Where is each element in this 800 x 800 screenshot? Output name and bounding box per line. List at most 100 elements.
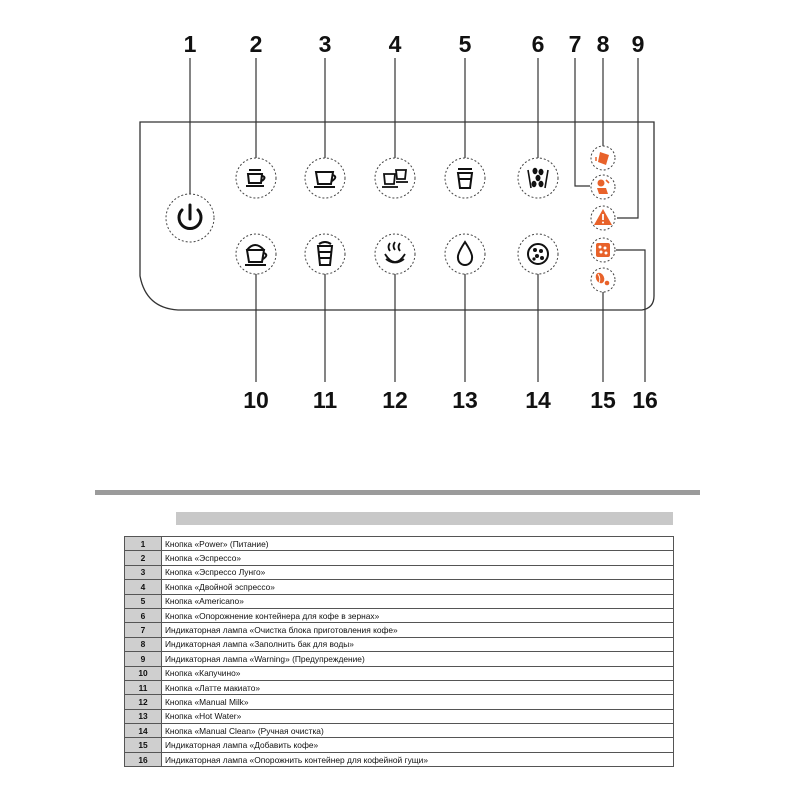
legend-number: 12 (124, 694, 162, 710)
espresso-cup-icon (246, 169, 266, 187)
legend-number: 7 (124, 622, 162, 638)
legend-description: Кнопка «Двойной эспрессо» (161, 579, 674, 595)
legend-number: 15 (124, 737, 162, 753)
legend-description: Кнопка «Опорожнение контейнера для кофе … (161, 607, 674, 624)
legend-description: Кнопка «Americano» (161, 593, 674, 609)
legend-number: 3 (124, 564, 162, 581)
double-espresso-icon (382, 169, 408, 188)
fill-water-tank-indicator (590, 145, 616, 171)
brew-unit-clean-icon (597, 179, 610, 194)
legend-description: Кнопка «Эспрессо» (161, 550, 674, 566)
grounds-container-indicator (590, 237, 616, 263)
espresso-button[interactable] (235, 157, 277, 199)
callout-15: 15 (590, 387, 616, 413)
callout-3: 3 (319, 31, 332, 57)
warning-triangle-icon (594, 209, 612, 225)
legend-number: 4 (124, 579, 162, 595)
callout-5: 5 (459, 31, 472, 57)
add-coffee-icon (595, 272, 610, 286)
latte-macchiato-button[interactable] (304, 233, 346, 275)
callout-14: 14 (525, 387, 551, 413)
legend-description: Кнопка «Power» (Питание) (161, 535, 674, 552)
grounds-container-icon (596, 243, 610, 257)
manual-clean-button[interactable] (517, 233, 559, 275)
callout-2: 2 (250, 31, 263, 57)
legend-number: 16 (124, 751, 162, 768)
section-divider (95, 490, 700, 495)
callout-12: 12 (382, 387, 408, 413)
milk-steam-icon (384, 241, 406, 264)
americano-button[interactable] (444, 157, 486, 199)
legend-description: Кнопка «Hot Water» (161, 708, 674, 725)
hot-water-button[interactable] (444, 233, 486, 275)
legend-number: 11 (124, 679, 162, 696)
callout-1: 1 (184, 31, 197, 57)
table-header-bar (176, 512, 673, 525)
legend-description: Индикаторная лампа «Заполнить бак для во… (161, 636, 674, 653)
legend-description: Индикаторная лампа «Опорожнить контейнер… (161, 751, 674, 768)
coffee-beans-icon (527, 167, 549, 189)
manual-milk-button[interactable] (374, 233, 416, 275)
leader-lines (189, 58, 646, 382)
legend-number: 5 (124, 593, 162, 609)
legend-description: Кнопка «Эспрессо Лунго» (161, 564, 674, 581)
callout-10: 10 (243, 387, 269, 413)
lungo-cup-icon (314, 171, 337, 188)
legend-description: Кнопка «Капучино» (161, 665, 674, 681)
cappuccino-button[interactable] (235, 233, 277, 275)
add-coffee-indicator (590, 267, 616, 293)
power-button[interactable] (165, 193, 215, 243)
power-icon (177, 203, 203, 230)
manual-clean-icon (527, 243, 549, 265)
callout-9: 9 (632, 31, 645, 57)
latte-glass-icon (316, 241, 334, 266)
callout-6: 6 (532, 31, 545, 57)
bean-container-empty-button[interactable] (517, 157, 559, 199)
legend-description: Кнопка «Manual Milk» (161, 694, 674, 710)
legend-description: Кнопка «Manual Clean» (Ручная очистка) (161, 723, 674, 739)
brew-unit-clean-indicator (590, 174, 616, 200)
legend-number: 2 (124, 550, 162, 566)
fill-water-tank-icon (595, 152, 609, 165)
warning-indicator (590, 205, 616, 231)
legend-number: 6 (124, 607, 162, 624)
legend-description: Индикаторная лампа «Очистка блока пригот… (161, 622, 674, 638)
legend-number: 13 (124, 708, 162, 725)
legend-number: 1 (124, 535, 162, 552)
americano-glass-icon (456, 168, 474, 189)
cappuccino-cup-icon (245, 244, 268, 266)
callout-4: 4 (389, 31, 402, 57)
legend-description: Кнопка «Латте макиато» (161, 679, 674, 696)
callout-11: 11 (313, 387, 338, 413)
callout-8: 8 (597, 31, 610, 57)
callout-7: 7 (569, 31, 582, 57)
callout-13: 13 (452, 387, 478, 413)
legend-number: 9 (124, 651, 162, 667)
espresso-lungo-button[interactable] (304, 157, 346, 199)
legend-description: Индикаторная лампа «Warning» (Предупрежд… (161, 651, 674, 667)
water-drop-icon (456, 240, 474, 266)
legend-number: 8 (124, 636, 162, 653)
legend-description: Индикаторная лампа «Добавить кофе» (161, 737, 674, 753)
panel-outline (139, 121, 655, 311)
legend-number: 14 (124, 723, 162, 739)
double-espresso-button[interactable] (374, 157, 416, 199)
callout-16: 16 (632, 387, 658, 413)
control-panel-diagram: 1 2 3 4 5 6 7 8 9 10 11 12 13 14 15 16 (139, 31, 658, 413)
